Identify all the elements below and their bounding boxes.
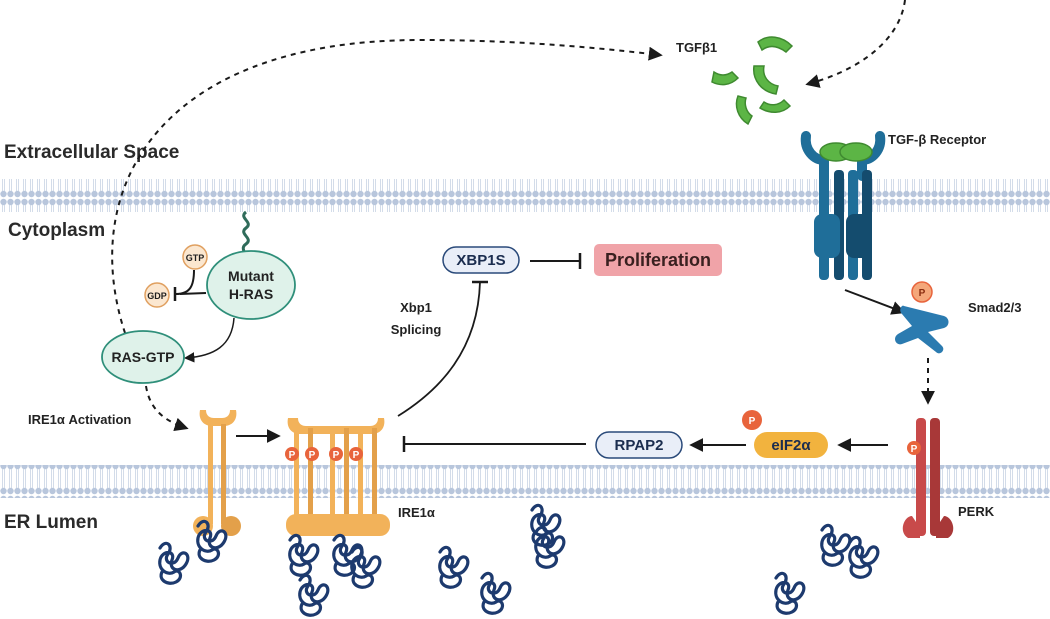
ire1a-phospho-icon-3	[329, 447, 343, 461]
smad-label: Smad2/3	[968, 300, 1021, 315]
mutant-hras-node	[206, 250, 296, 320]
arrow-receptor-to-smad	[844, 289, 906, 315]
svg-text:P: P	[911, 444, 918, 455]
xbp1-splicing-label-2: Splicing	[391, 322, 442, 337]
proliferation-label: Proliferation	[605, 250, 711, 270]
hras-anchor-tail	[241, 210, 250, 257]
svg-text:P: P	[749, 416, 756, 427]
ire1a-phospho-icon-2	[305, 447, 319, 461]
svg-text:P: P	[289, 450, 296, 461]
plasma-membrane	[0, 179, 1050, 212]
eif2a-node	[754, 432, 828, 458]
smad-phospho-icon	[911, 281, 933, 303]
ire1a-phospho-icon-4	[349, 447, 363, 461]
hras-to-gdp-line	[179, 292, 207, 295]
er-lumen-label: ER Lumen	[4, 512, 98, 533]
perk-receptor: P	[902, 418, 954, 538]
xbp1-splicing-label-1: Xbp1	[400, 300, 432, 315]
perk-phospho-icon	[907, 441, 921, 455]
mutant-hras-label-2: H-RAS	[229, 286, 273, 302]
inhibit-ire1a-xbp1s	[397, 281, 481, 417]
dashed-arrow-from-top	[805, 0, 906, 88]
ire1a-oligomer: P P P P	[285, 418, 390, 536]
gdp-label: GDP	[147, 291, 167, 301]
rpap2-label: RPAP2	[615, 437, 664, 454]
eif2a-label: eIF2α	[771, 437, 811, 454]
gtp-gdp-inhibition	[175, 269, 195, 295]
gtp-label: GTP	[186, 253, 205, 263]
svg-text:P: P	[309, 450, 316, 461]
xbp1s-label: XBP1S	[456, 252, 505, 269]
arrow-hras-to-rasgtp	[183, 317, 235, 363]
xbp1s-node	[442, 246, 520, 274]
rpap2-node	[595, 431, 683, 459]
cytoplasm-label: Cytoplasm	[8, 220, 105, 241]
svg-text:P: P	[919, 288, 926, 299]
extracellular-space-label: Extracellular Space	[4, 142, 179, 163]
gtp-node	[182, 244, 208, 270]
mutant-hras-label-1: Mutant	[228, 268, 274, 284]
ire1a-phospho-icon-1	[285, 447, 299, 461]
svg-text:P: P	[353, 450, 360, 461]
svg-text:P: P	[333, 450, 340, 461]
smad-protein: P	[895, 281, 949, 354]
ire1a-label: IRE1α	[398, 505, 435, 520]
er-membrane	[0, 465, 1050, 498]
dashed-arrow-rasgtp-to-ire1a	[145, 385, 189, 432]
tgfb1-label: TGFβ1	[676, 40, 717, 55]
ras-gtp-label: RAS-GTP	[112, 349, 175, 365]
misfolded-proteins	[158, 503, 880, 617]
tgfb1-ligands	[711, 36, 794, 126]
eif2a-phospho-icon	[742, 410, 762, 430]
perk-label: PERK	[958, 504, 995, 519]
ire1a-activation-label: IRE1α Activation	[28, 412, 131, 427]
proliferation-node	[594, 244, 722, 276]
tgfb-receptor-label: TGF-β Receptor	[888, 132, 986, 147]
tgfb-receptor	[800, 131, 886, 280]
ras-gtp-node	[101, 330, 185, 384]
gdp-node	[144, 282, 170, 308]
